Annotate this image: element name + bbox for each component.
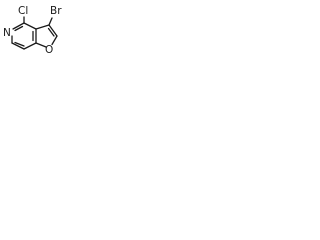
- bond-c7-c7a: [23, 42, 37, 50]
- bond-c6-c7-double: [14, 41, 25, 47]
- bond-c2-o1: [51, 35, 58, 46]
- bond-c3a-c4: [23, 22, 37, 30]
- bond-c6-c7: [11, 42, 25, 50]
- chemical-structure-diagram: Cl Br N O: [3, 5, 62, 56]
- pyridine-ring: [11, 22, 37, 50]
- bond-c3-c2-double: [47, 27, 55, 37]
- bond-c3a-c3: [35, 24, 50, 30]
- nitrogen-label: N: [3, 27, 11, 39]
- bond-c4-n5: [12, 22, 25, 30]
- bond-c3-br: [48, 17, 53, 26]
- chlorine-label: Cl: [18, 5, 28, 17]
- bromine-label: Br: [50, 5, 62, 17]
- bond-o1-c7a: [35, 42, 47, 48]
- oxygen-label: O: [45, 44, 53, 56]
- furan-ring: [35, 24, 58, 48]
- bond-c4-n5-double: [14, 25, 24, 32]
- bond-c3-c2: [48, 24, 58, 37]
